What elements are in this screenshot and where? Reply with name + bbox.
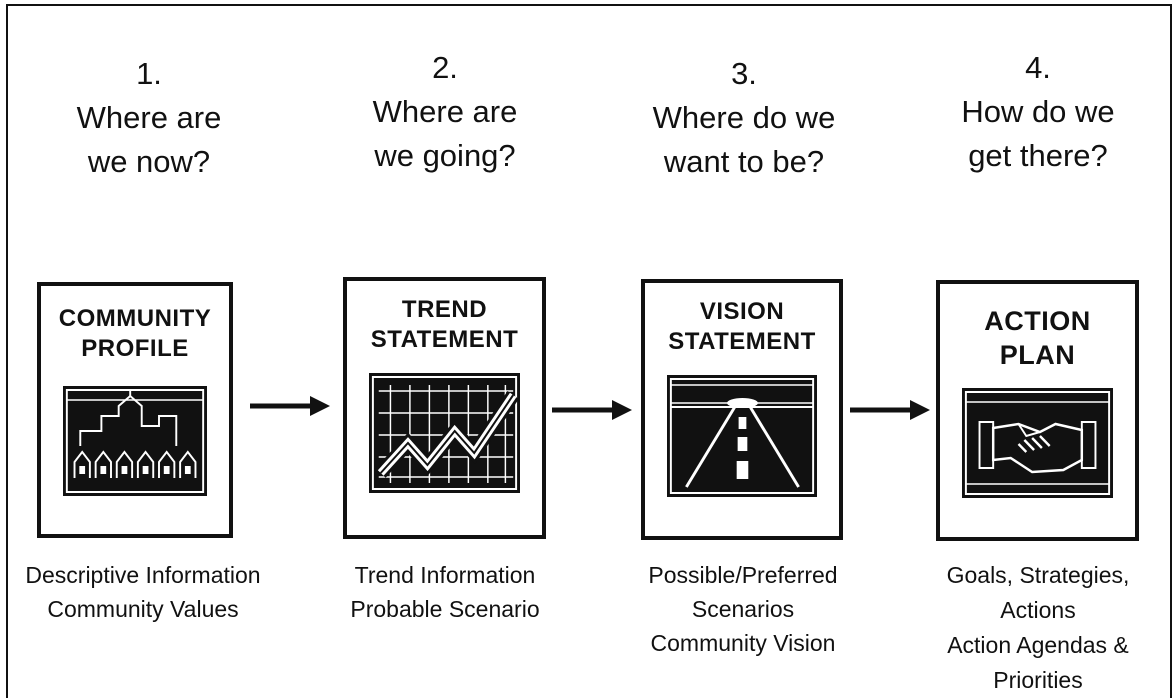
step-4-description: Goals, Strategies, Actions Action Agenda… xyxy=(946,562,1130,693)
step-question: Where are we now? xyxy=(76,100,222,179)
arrow-right-icon xyxy=(850,400,930,420)
card-title: ACTION PLAN xyxy=(984,306,1091,370)
road-horizon-icon xyxy=(667,375,817,497)
step-3-description: Possible/Preferred Scenarios Community V… xyxy=(648,562,838,656)
step-2-heading: 2. Where are we going? xyxy=(305,46,585,178)
town-icon xyxy=(63,386,207,496)
card-title: TREND STATEMENT xyxy=(370,296,519,353)
action-plan-card: ACTION PLAN xyxy=(936,280,1139,541)
step-question: How do we get there? xyxy=(961,94,1115,173)
step-1-description: Descriptive Information Community Values xyxy=(25,562,261,622)
card-title: COMMUNITY PROFILE xyxy=(58,305,212,362)
step-number: 2. xyxy=(432,50,458,85)
step-2-description: Trend Information Probable Scenario xyxy=(350,562,540,622)
handshake-icon xyxy=(962,388,1113,498)
step-question: Where are we going? xyxy=(372,94,518,173)
community-profile-card: COMMUNITY PROFILE xyxy=(37,282,233,538)
step-1-heading: 1. Where are we now? xyxy=(9,52,289,184)
arrow-right-icon xyxy=(552,400,632,420)
step-number: 1. xyxy=(136,56,162,91)
step-number: 3. xyxy=(731,56,757,91)
step-question: Where do we want to be? xyxy=(652,100,836,179)
trend-chart-icon xyxy=(369,373,520,493)
arrow-right-icon xyxy=(250,396,330,416)
diagram-frame xyxy=(6,4,1172,698)
vision-statement-card: VISION STATEMENT xyxy=(641,279,843,540)
step-4-heading: 4. How do we get there? xyxy=(898,46,1172,178)
step-3-heading: 3. Where do we want to be? xyxy=(604,52,884,184)
step-number: 4. xyxy=(1025,50,1051,85)
trend-statement-card: TREND STATEMENT xyxy=(343,277,546,539)
card-title: VISION STATEMENT xyxy=(668,298,816,355)
